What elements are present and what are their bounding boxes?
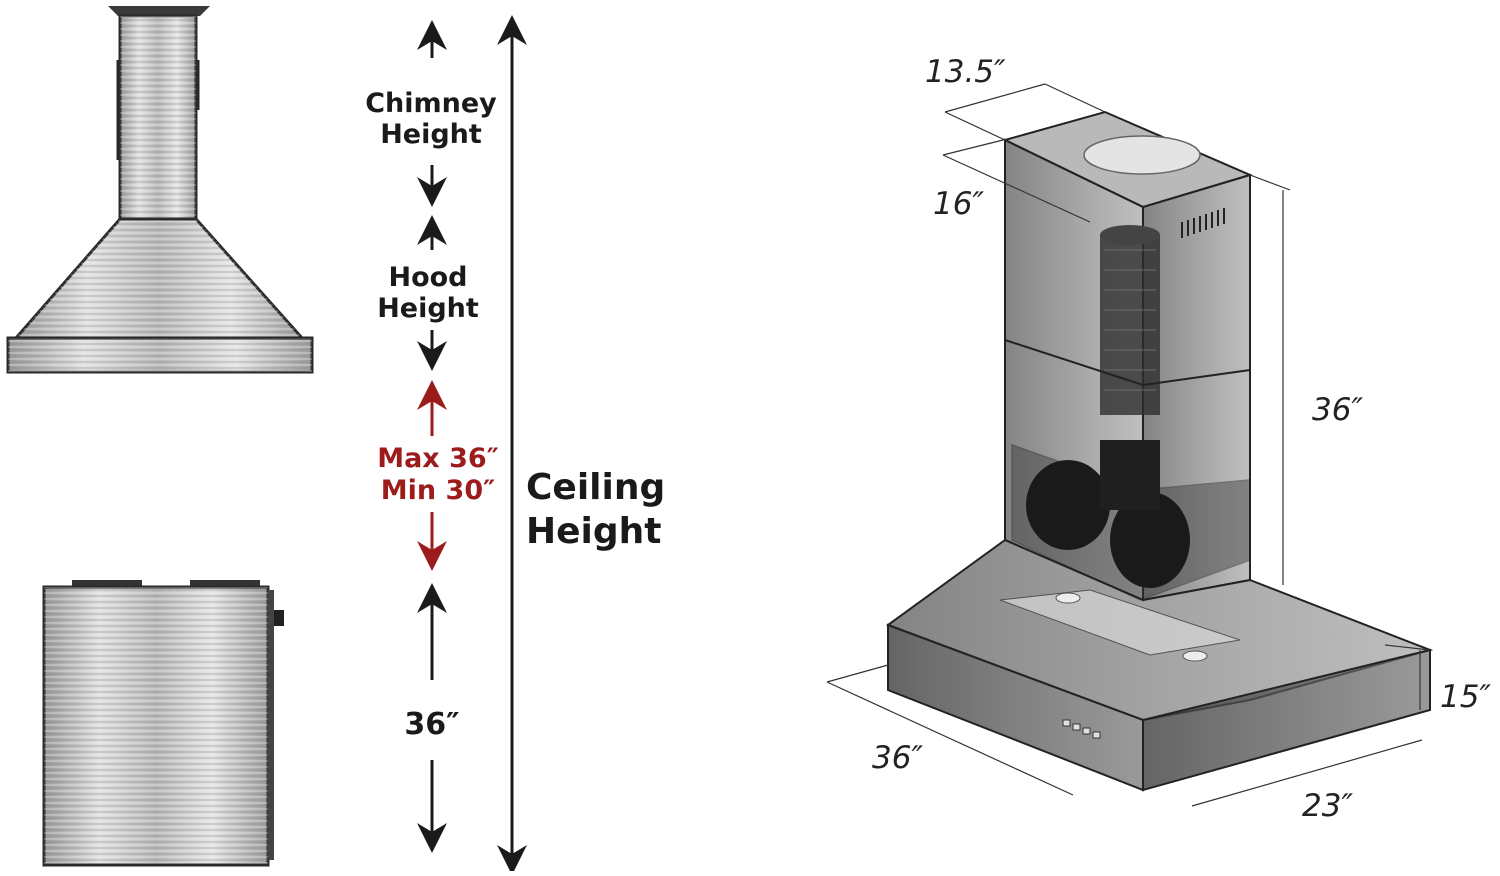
max-height-label: Max 36″ — [377, 443, 499, 474]
hood-height-line1: Hood — [388, 262, 467, 293]
chimney-height-line2: Height — [380, 119, 482, 150]
chimney-height-line1: Chimney — [365, 88, 497, 119]
dimension-lines — [826, 83, 1431, 807]
hood-3d-illustration — [885, 110, 1434, 792]
min-height-label: Min 30″ — [381, 475, 495, 506]
ceiling-height-line2: Height — [526, 511, 662, 552]
chimney-height-label: 36″ — [1312, 392, 1363, 428]
hood-depth-label: 23″ — [1302, 788, 1353, 824]
range-height-dimension: 36″ — [404, 583, 460, 853]
hood-height-label: 15″ — [1440, 679, 1491, 715]
hood-width-label: 36″ — [872, 740, 923, 776]
chimney-height-dimension: Chimney Height — [365, 20, 497, 207]
ceiling-height-dimension: Ceiling Height — [497, 15, 665, 875]
chimney-depth-label: 16″ — [933, 186, 984, 222]
dimension-labels: 13.5″ 16″ 36″ 15″ 36″ 23″ — [872, 54, 1491, 824]
hood-height-line2: Height — [377, 293, 479, 324]
hood-height-dimension: Hood Height — [377, 215, 479, 371]
chimney-width-label: 13.5″ — [925, 54, 1006, 90]
ceiling-height-line1: Ceiling — [526, 467, 665, 508]
range-height-label: 36″ — [404, 707, 459, 742]
hood-side-illustration — [6, 6, 314, 374]
range-illustration — [42, 580, 284, 867]
mounting-height-dimension: Max 36″ Min 30″ — [377, 380, 499, 571]
